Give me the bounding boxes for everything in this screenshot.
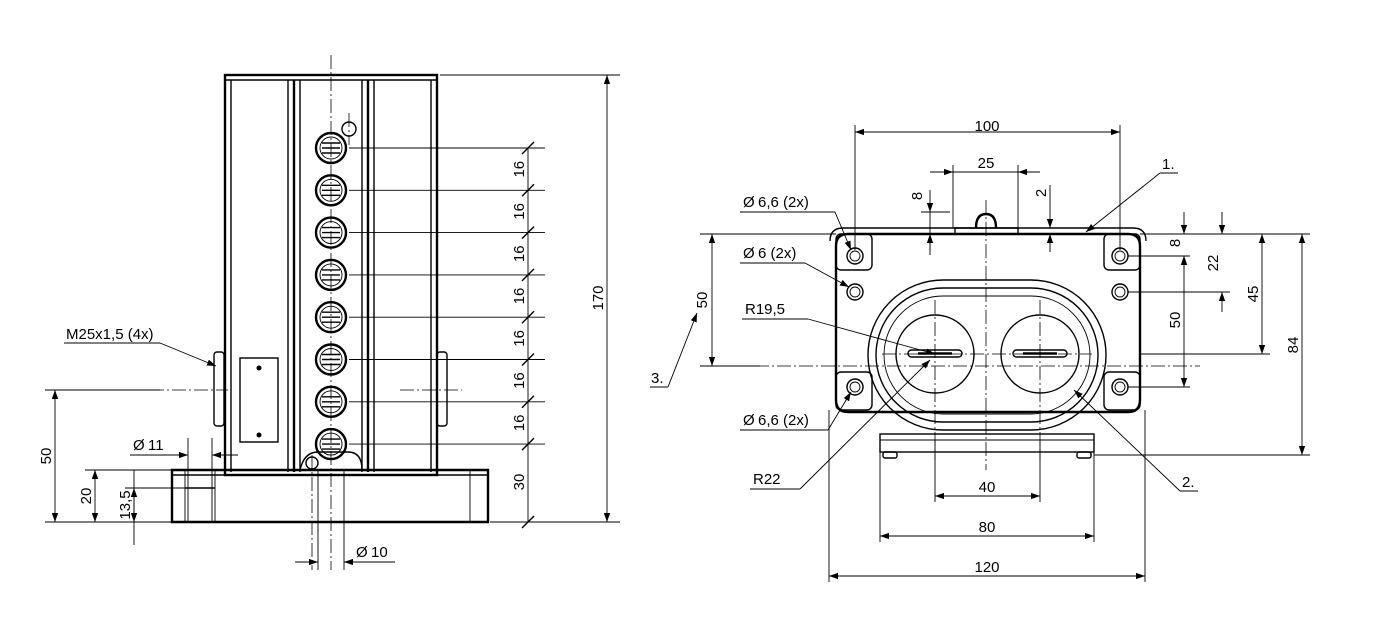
dim-bottom-gap: 30 — [511, 474, 528, 491]
mount-hole-bl — [846, 378, 864, 396]
side-button-outer — [314, 427, 348, 461]
pitch-tick — [521, 353, 535, 366]
side-button-outer — [314, 131, 348, 165]
pitch-tick — [521, 395, 535, 409]
side-button-inner — [319, 348, 343, 371]
pitch-dimensions: 16 16 16 16 16 16 16 — [511, 161, 528, 431]
dim-50-right: 50 — [1167, 312, 1184, 329]
dia-symbol-10: Ø — [356, 544, 368, 561]
side-button-inner — [319, 178, 343, 202]
hole-6-left — [846, 283, 864, 301]
side-button-outer — [314, 385, 348, 418]
dia-symbol-66-top: Ø — [743, 194, 755, 211]
pitch-tick — [521, 141, 535, 155]
dim-84: 84 — [1285, 337, 1302, 354]
side-button-inner — [319, 432, 343, 456]
hole-6-right — [1111, 283, 1129, 301]
pitch-tick — [521, 226, 535, 240]
body-outline — [834, 232, 1142, 414]
side-button — [314, 427, 348, 461]
base-plate — [170, 468, 490, 524]
pitch-tick — [521, 268, 535, 282]
side-button — [314, 216, 348, 249]
dim-100: 100 — [974, 118, 999, 135]
pitch-dimension: 16 — [511, 288, 528, 305]
side-button — [314, 385, 348, 418]
pitch-dimension: 16 — [511, 330, 528, 347]
dim-13-5-side: 13,5 — [117, 490, 134, 519]
dim-20-side: 20 — [78, 488, 95, 505]
dim-2-top: 2 — [1033, 189, 1050, 197]
pitch-dimension: 16 — [511, 372, 528, 389]
side-button-outer — [314, 301, 348, 334]
radius-22-callout: R22 — [753, 471, 781, 488]
hole-6-callout: 6 (2x) — [758, 245, 796, 262]
side-button — [314, 301, 348, 334]
hole-66-top-callout: 6,6 (2x) — [758, 194, 809, 211]
radius-19-5-callout: R19,5 — [745, 301, 785, 318]
front-view: 100 25 8 2 50 8 — [650, 118, 1310, 582]
side-button-inner — [319, 263, 343, 287]
dim-22: 22 — [1205, 255, 1222, 272]
dim-dia-10: 10 — [371, 544, 388, 561]
dia-symbol-6: Ø — [743, 245, 755, 262]
dia-symbol-11: Ø — [133, 437, 145, 454]
button-column — [314, 131, 348, 461]
dim-40: 40 — [979, 479, 996, 496]
dim-80: 80 — [979, 519, 996, 536]
dim-dia-11: 11 — [148, 437, 164, 454]
pitch-dimension: 16 — [511, 203, 528, 220]
mount-hole-tr — [1111, 247, 1129, 265]
side-button-inner — [319, 305, 343, 329]
pitch-dimension: 16 — [511, 415, 528, 432]
side-button-inner — [319, 221, 343, 245]
side-button — [314, 174, 348, 207]
dim-8-right: 8 — [1167, 239, 1184, 247]
side-button-outer — [314, 343, 348, 376]
side-button — [314, 258, 348, 292]
side-button-outer — [314, 174, 348, 207]
side-button-inner — [319, 136, 343, 160]
dim-8-top: 8 — [909, 192, 926, 200]
mount-hole-tl — [846, 247, 864, 265]
callout-2: 2. — [1182, 474, 1195, 491]
dim-45: 45 — [1245, 286, 1262, 303]
pitch-dimension: 16 — [511, 161, 528, 178]
side-view: 16 16 16 16 16 16 16 30 170 50 20 13,5 Ø 11 — [38, 55, 620, 570]
side-button-inner — [319, 390, 343, 414]
side-button-outer — [314, 216, 348, 249]
mount-hole-br — [1111, 378, 1129, 396]
dim-height-total: 170 — [590, 285, 607, 310]
dim-50-side: 50 — [38, 448, 55, 465]
outer-oval — [867, 279, 1107, 431]
thread-callout: M25x1,5 (4x) — [66, 326, 154, 343]
pitch-tick — [521, 310, 535, 324]
label-plate — [239, 357, 279, 443]
dia-symbol-66-bottom: Ø — [743, 412, 755, 429]
dim-25: 25 — [978, 155, 995, 172]
callout-3: 3. — [651, 370, 664, 387]
dim-120: 120 — [974, 559, 999, 576]
callout-1: 1. — [1162, 156, 1175, 173]
pitch-dimension: 16 — [511, 245, 528, 262]
side-button — [314, 131, 348, 165]
side-button-outer — [314, 258, 348, 292]
side-button — [314, 343, 348, 376]
pitch-tick — [521, 437, 535, 451]
dim-50-left: 50 — [694, 292, 711, 309]
bottom-base — [879, 433, 1095, 453]
side-extension-lines — [349, 147, 545, 445]
pitch-tick — [521, 183, 535, 197]
hole-66-bottom-callout: 6,6 (2x) — [758, 412, 809, 429]
